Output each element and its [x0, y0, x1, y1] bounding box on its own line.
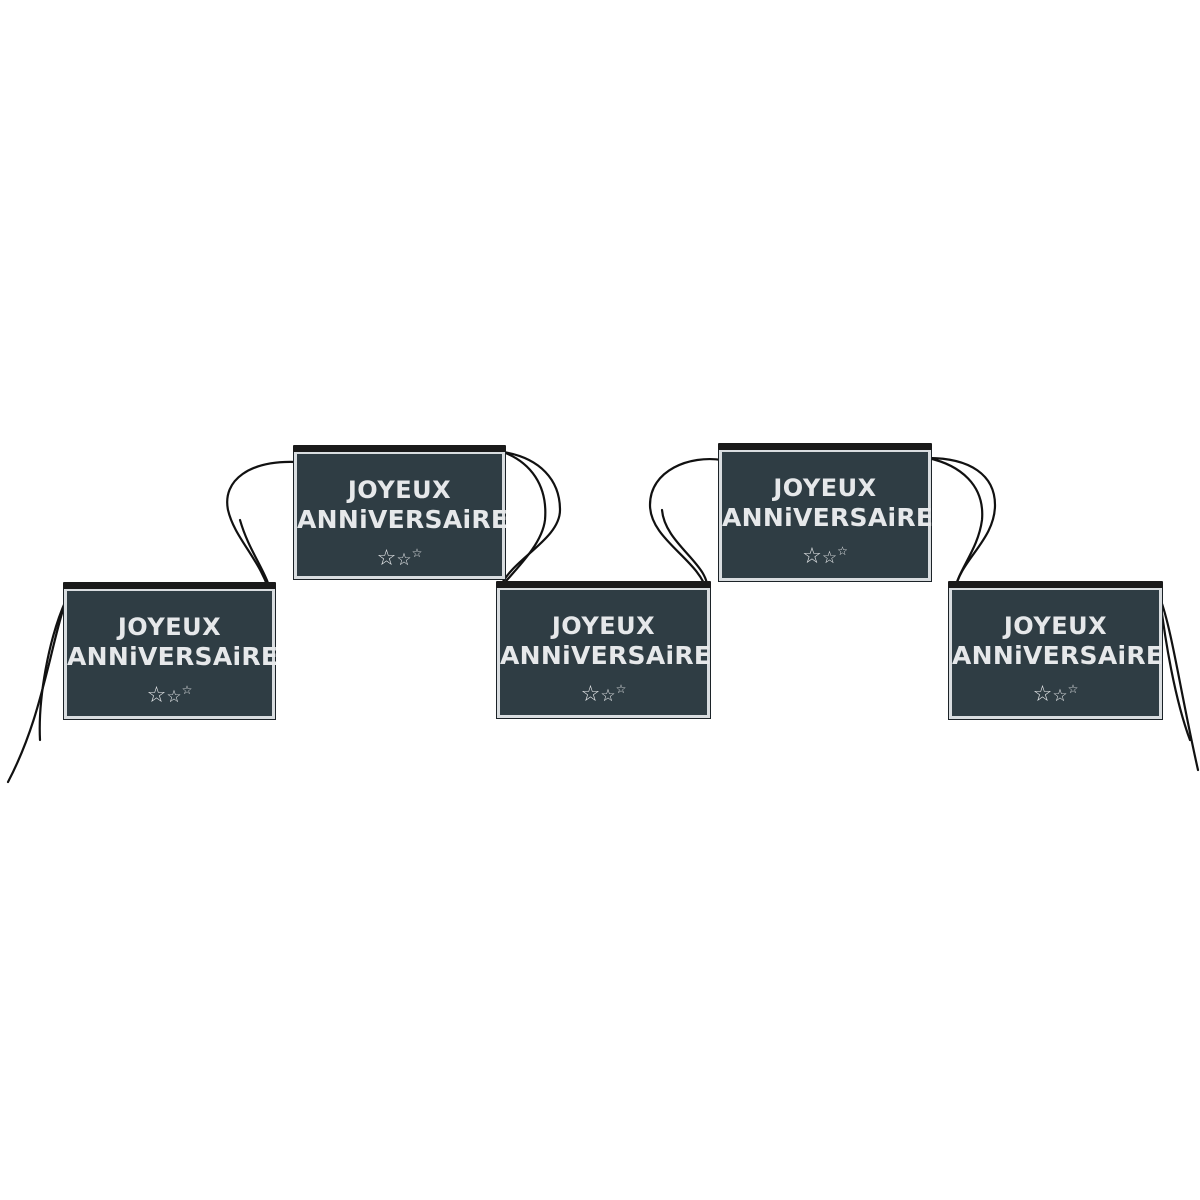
pennant-line1: JOYEUX — [551, 612, 656, 640]
pennant-line1: JOYEUX — [117, 613, 222, 641]
pennant-line2: ANNiVERSAiRE — [952, 641, 1164, 670]
pennant-5: JOYEUX ANNiVERSAiRE ☆☆☆ — [948, 581, 1164, 719]
pennant-line2: ANNiVERSAiRE — [722, 503, 934, 532]
pennant-line1: JOYEUX — [1003, 612, 1108, 640]
pennant-rail — [718, 443, 932, 450]
pennant-line1: JOYEUX — [347, 476, 452, 504]
stars-decoration: ☆☆☆ — [146, 683, 193, 708]
stars-decoration: ☆☆☆ — [376, 546, 423, 571]
pennant-line2: ANNiVERSAiRE — [500, 641, 712, 670]
stars-decoration: ☆☆☆ — [802, 544, 848, 569]
pennant-rail — [948, 581, 1163, 588]
pennant-rail — [496, 581, 711, 588]
stars-decoration: ☆☆☆ — [1032, 682, 1079, 707]
pennant-2: JOYEUX ANNiVERSAiRE ☆☆☆ — [293, 445, 509, 579]
pennant-line2: ANNiVERSAiRE — [297, 505, 509, 534]
pennant-3: JOYEUX ANNiVERSAiRE ☆☆☆ — [496, 581, 712, 718]
pennant-rail — [63, 582, 276, 589]
pennant-1: JOYEUX ANNiVERSAiRE ☆☆☆ — [63, 582, 279, 719]
pennant-line2: ANNiVERSAiRE — [67, 642, 279, 671]
pennant-4: JOYEUX ANNiVERSAiRE ☆☆☆ — [718, 443, 934, 581]
pennant-rail — [293, 445, 506, 452]
pennant-line1: JOYEUX — [773, 474, 877, 502]
stars-decoration: ☆☆☆ — [580, 682, 627, 707]
